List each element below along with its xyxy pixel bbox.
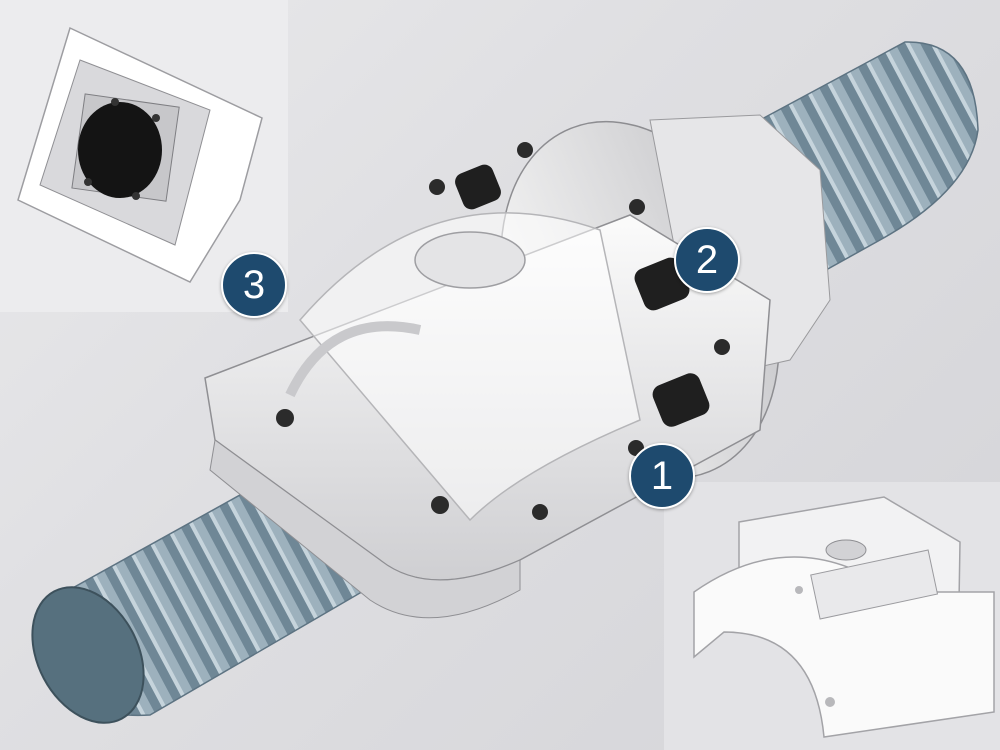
sensor-dark-part xyxy=(78,102,162,198)
callout-number-3: 3 xyxy=(221,252,287,318)
transparent-cover xyxy=(285,212,641,522)
screw-end-face xyxy=(31,586,145,724)
u-bracket xyxy=(285,321,422,398)
callout-number-2: 2 xyxy=(674,227,740,293)
inset-part-1 xyxy=(664,482,1000,750)
callout-number-1: 1 xyxy=(629,443,695,509)
